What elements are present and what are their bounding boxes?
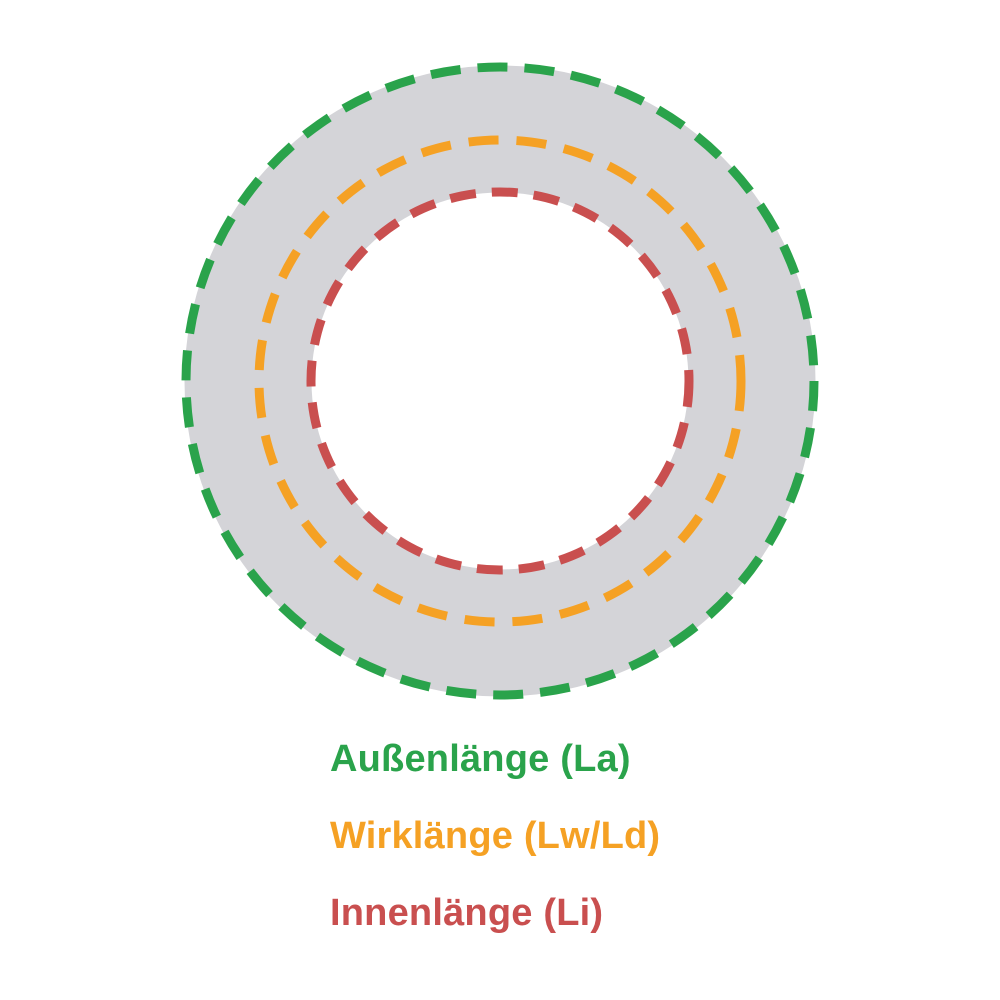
legend: Außenlänge (La) Wirklänge (Lw/Ld) Innenl… [330, 740, 660, 932]
belt-diagram [181, 62, 819, 700]
legend-item-outer-length: Außenlänge (La) [330, 738, 631, 780]
legend-item-inner-length: Innenlänge (Li) [330, 892, 604, 934]
belt-ring [184, 65, 816, 697]
legend-item-effective-length: Wirklänge (Lw/Ld) [330, 815, 661, 857]
outer-length-circle [181, 62, 819, 700]
effective-length-circle [254, 135, 746, 627]
inner-length-circle [306, 187, 694, 575]
